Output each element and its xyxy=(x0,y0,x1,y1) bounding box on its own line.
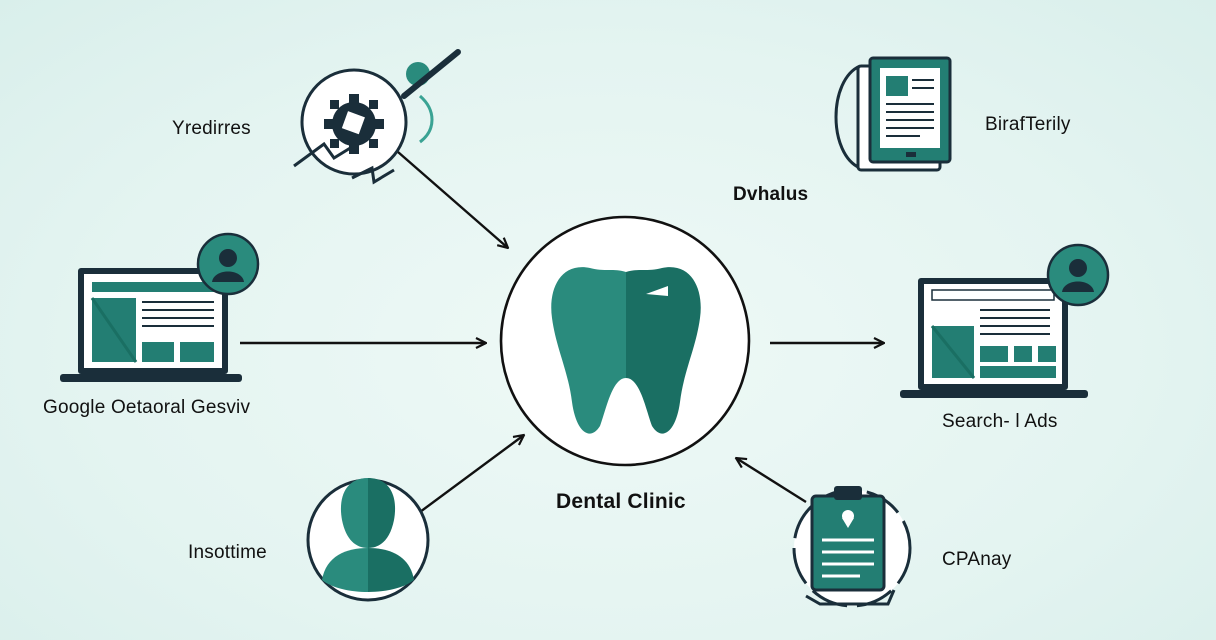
laptop-profile-icon xyxy=(60,232,260,382)
node-label-middle-left: Google Oetaoral Gesviv xyxy=(43,397,251,418)
person-icon xyxy=(306,478,430,602)
gear-pencil-icon xyxy=(293,49,461,185)
node-label-bottom-left: Insottime xyxy=(188,542,267,563)
laptop-profile-icon xyxy=(900,243,1110,398)
node-label-top-right: BirafTerily xyxy=(985,114,1071,135)
node-label-top-left: Yredirres xyxy=(172,118,251,139)
arrow-top-left-to-center xyxy=(397,151,508,248)
node-label-bottom-right: CPAnay xyxy=(942,549,1012,570)
tablet-document-icon xyxy=(834,56,952,172)
node-label-top-center: Dvhalus xyxy=(733,184,809,205)
connector-arrows xyxy=(240,151,884,513)
arrow-bottom-left-to-center xyxy=(419,435,524,513)
tooth-icon xyxy=(551,267,701,434)
node-label-middle-right: Search- l Ads xyxy=(942,411,1058,432)
arrow-bottom-right-to-center xyxy=(736,458,807,504)
center-node xyxy=(499,215,751,467)
clipboard-icon xyxy=(792,486,912,608)
center-label: Dental Clinic xyxy=(556,490,686,513)
